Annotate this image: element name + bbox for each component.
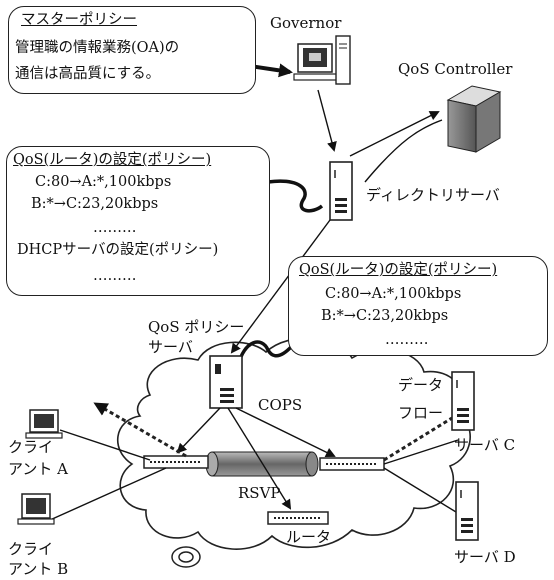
router-policy-left-rule-1: C:80→A:*,100kbps — [35, 174, 172, 190]
router-policy-right-ellipsis: ……… — [385, 332, 429, 348]
client-a-pc-icon — [25, 409, 63, 439]
data-flow-from-server — [383, 416, 453, 462]
server-d-icon — [455, 481, 479, 541]
dhcp-policy-ellipsis: ……… — [93, 268, 137, 284]
client-a-label-1: クライ — [8, 438, 54, 456]
router-policy-right-rule-1: C:80→A:*,100kbps — [325, 286, 462, 302]
policy-server-label-1: QoS ポリシー — [148, 318, 245, 336]
router-policy-box-right: QoS(ルータ)の設定(ポリシー) C:80→A:*,100kbps B:*→C… — [288, 256, 548, 356]
governor-pc-icon — [293, 35, 351, 85]
directory-server-icon — [329, 161, 353, 221]
router-left-icon — [143, 455, 209, 469]
client-b-label-2: アント B — [8, 560, 69, 578]
directory-server-label: ディレクトリサーバ — [366, 186, 500, 204]
router-policy-left-rule-2: B:*→C:23,20kbps — [31, 196, 159, 212]
policy-to-governor-arrow — [249, 63, 293, 78]
rsvp-label: RSVP — [238, 484, 281, 502]
data-flow-label-1: データ — [398, 376, 444, 394]
network-cloud — [117, 337, 471, 550]
policy-server-label-2: サーバ — [148, 338, 193, 356]
directory-to-policy-server-arrow — [230, 219, 331, 354]
router-label: ルータ — [286, 528, 332, 546]
data-flow-label-2: フロー — [398, 404, 444, 422]
client-b-pc-icon — [17, 493, 55, 525]
dhcp-policy-title: DHCPサーバの設定(ポリシー) — [17, 242, 219, 258]
cloud-swirl — [171, 546, 201, 568]
master-policy-line-2: 通信は高品質にする。 — [15, 66, 161, 82]
policy-server-icon — [209, 355, 243, 409]
server-c-label: サーバ C — [454, 436, 516, 454]
governor-label: Governor — [270, 14, 342, 32]
qos-controller-icon — [446, 85, 502, 153]
cops-label: COPS — [258, 396, 303, 414]
router-policy-box-left: QoS(ルータ)の設定(ポリシー) C:80→A:*,100kbps B:*→C… — [6, 146, 270, 296]
client-a-label-2: アント A — [8, 460, 69, 478]
router-icon — [267, 511, 329, 525]
server-d-label: サーバ D — [454, 548, 516, 566]
directory-to-controller-arrow — [349, 111, 440, 157]
router-policy-right-rule-2: B:*→C:23,20kbps — [321, 308, 449, 324]
router-policy-right-title: QoS(ルータ)の設定(ポリシー) — [299, 262, 498, 278]
router-right-icon — [319, 457, 385, 471]
qos-controller-label: QoS Controller — [398, 60, 513, 78]
router-policy-left-ellipsis: ……… — [93, 220, 137, 236]
policy-cable-left — [267, 179, 324, 213]
client-b-label-1: クライ — [8, 540, 54, 558]
server-c-icon — [451, 371, 475, 431]
master-policy-line-1: 管理職の情報業務(OA)の — [15, 40, 180, 56]
governor-to-directory-arrow — [317, 89, 337, 152]
master-policy-box: マスターポリシー 管理職の情報業務(OA)の 通信は高品質にする。 — [8, 6, 256, 94]
router-policy-left-title: QoS(ルータ)の設定(ポリシー) — [13, 152, 212, 168]
master-policy-title: マスターポリシー — [21, 12, 137, 28]
data-flow-to-client — [93, 402, 187, 458]
